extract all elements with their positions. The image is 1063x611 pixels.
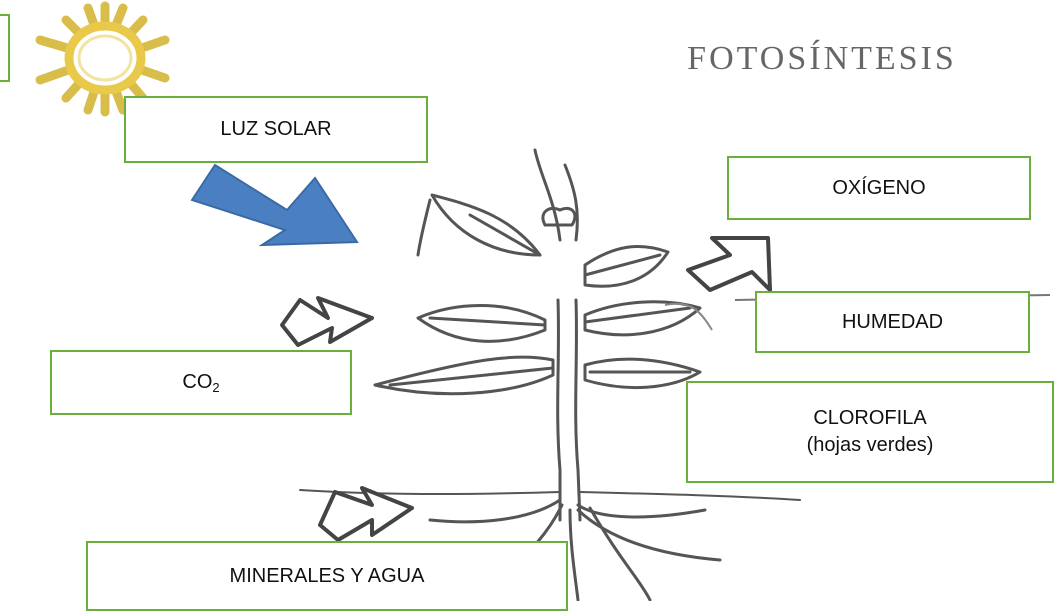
oxigeno-text: OXÍGENO <box>832 176 926 199</box>
humedad-label: HUMEDAD <box>755 291 1030 353</box>
page-title: FOTOSÍNTESIS <box>687 40 957 77</box>
clorofila-label: CLOROFILA (hojas verdes) <box>686 381 1054 483</box>
oxigeno-label: OXÍGENO <box>727 156 1031 220</box>
co2-text: CO2 <box>182 369 219 397</box>
minerales-label: MINERALES Y AGUA <box>86 541 568 611</box>
luz-solar-text: LUZ SOLAR <box>220 118 332 140</box>
clorofila-subtext: (hojas verdes) <box>806 434 934 456</box>
minerales-text: MINERALES Y AGUA <box>229 564 425 587</box>
co2-label: CO2 <box>50 350 352 415</box>
plant-illustration <box>299 148 801 601</box>
luz-solar-label: LUZ SOLAR <box>124 96 428 163</box>
humedad-text: HUMEDAD <box>841 310 944 333</box>
co2-main-text: CO <box>182 370 213 393</box>
clorofila-text: CLOROFILA <box>813 407 927 429</box>
sun-icon <box>35 1 170 117</box>
co2-arrow <box>280 296 374 347</box>
corner-label-box <box>0 14 10 82</box>
oxygen-arrow <box>686 236 772 292</box>
sunlight-arrow <box>190 163 359 247</box>
minerals-arrow <box>318 486 414 542</box>
co2-subscript: 2 <box>212 379 220 395</box>
chlorophyll-pointer <box>664 302 713 331</box>
